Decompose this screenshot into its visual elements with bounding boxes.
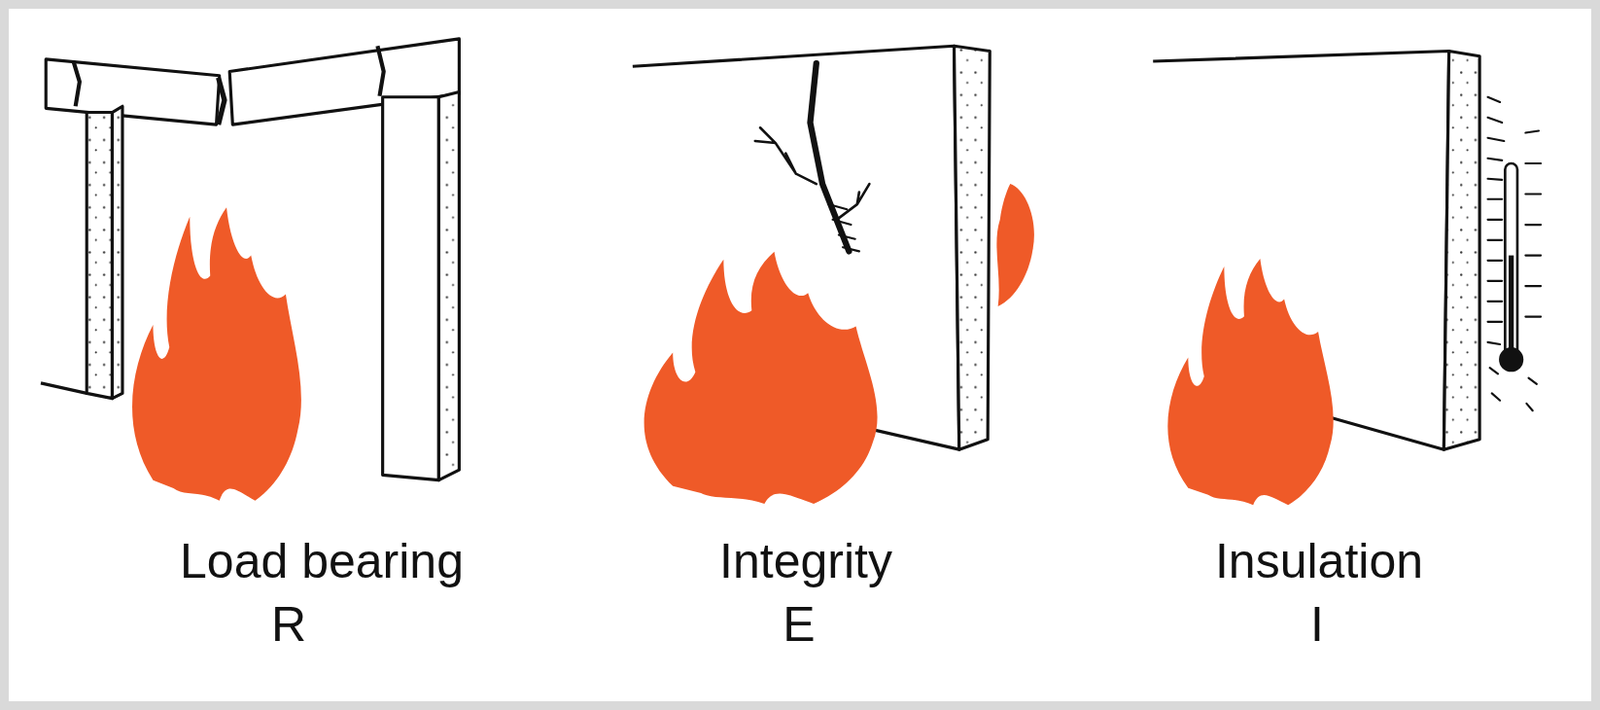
caption-label: Insulation — [1215, 534, 1424, 589]
caption-label: Load bearing — [179, 534, 464, 589]
caption-label: E — [782, 597, 815, 652]
caption-label: R — [271, 597, 307, 652]
caption-label: Integrity — [719, 534, 893, 589]
caption-label: I — [1310, 597, 1324, 652]
